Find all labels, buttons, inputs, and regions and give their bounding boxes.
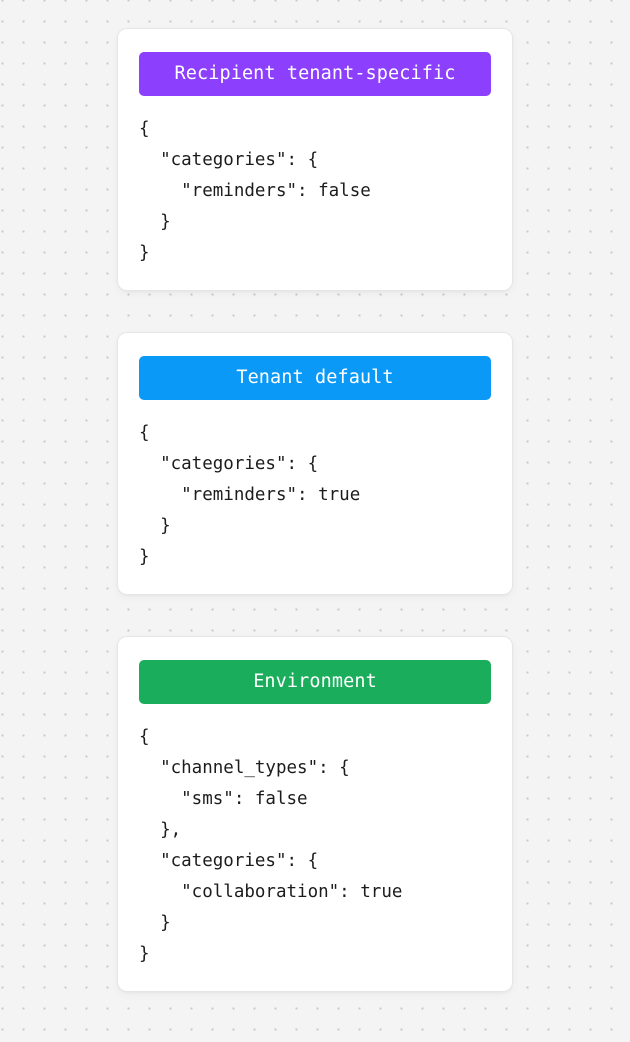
card-header-recipient-tenant-specific: Recipient tenant-specific	[139, 52, 491, 96]
preference-card-tenant-default: Tenant default { "categories": { "remind…	[118, 333, 512, 594]
preference-card-stack: Recipient tenant-specific { "categories"…	[118, 29, 512, 991]
code-line: {	[139, 727, 150, 747]
card-code-block-environment: { "channel_types": { "sms": false }, "ca…	[139, 722, 491, 970]
code-line: {	[139, 119, 150, 139]
code-line: "categories": {	[139, 851, 319, 871]
card-code-block-tenant-default: { "categories": { "reminders": true }}	[139, 418, 491, 573]
code-line: }	[139, 212, 171, 232]
code-line: "collaboration": true	[139, 882, 403, 902]
code-line: }	[139, 243, 150, 263]
preference-card-recipient-tenant-specific: Recipient tenant-specific { "categories"…	[118, 29, 512, 290]
code-line: }	[139, 547, 150, 567]
code-line: {	[139, 423, 150, 443]
code-line: }	[139, 516, 171, 536]
code-line: "sms": false	[139, 789, 308, 809]
preference-card-environment: Environment { "channel_types": { "sms": …	[118, 637, 512, 991]
code-line: "reminders": false	[139, 181, 371, 201]
card-header-environment: Environment	[139, 660, 491, 704]
card-header-tenant-default: Tenant default	[139, 356, 491, 400]
code-line: }	[139, 913, 171, 933]
code-line: "channel_types": {	[139, 758, 350, 778]
code-line: "reminders": true	[139, 485, 361, 505]
code-line: "categories": {	[139, 454, 319, 474]
card-code-block-recipient-tenant-specific: { "categories": { "reminders": false }}	[139, 114, 491, 269]
code-line: },	[139, 820, 182, 840]
code-line: }	[139, 944, 150, 964]
code-line: "categories": {	[139, 150, 319, 170]
